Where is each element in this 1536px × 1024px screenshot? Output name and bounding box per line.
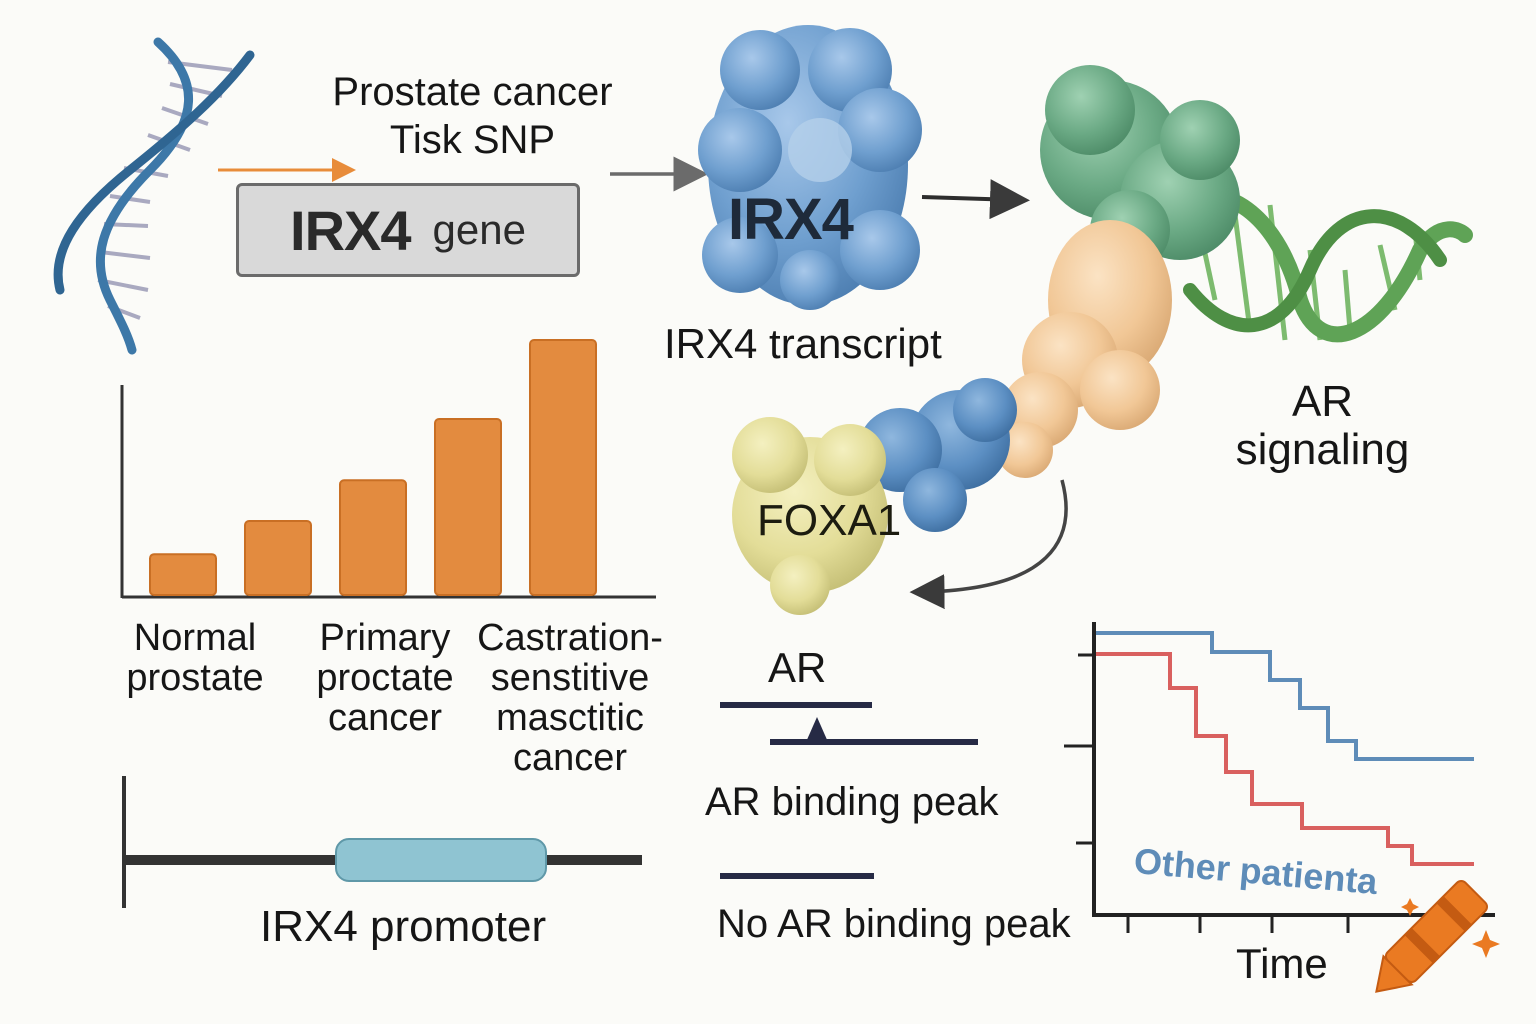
bar-1	[244, 520, 312, 596]
category-label-line: prostate	[126, 657, 264, 699]
category-label-line: Normal	[133, 617, 257, 659]
bar-0	[149, 553, 217, 597]
bar-3	[434, 418, 502, 596]
ar-signaling-line2: signaling	[1235, 425, 1410, 474]
category-label-line: senstitive	[490, 657, 650, 699]
protein-to-complex-arrow	[921, 179, 1030, 220]
ar-signaling-label: AR signaling	[1220, 378, 1425, 474]
promoter-label: IRX4 promoter	[260, 902, 547, 951]
snp-label-line1: Prostate cancer	[332, 70, 613, 114]
snp-label-line2: Tisk SNP	[389, 118, 556, 162]
bar-chart	[120, 339, 656, 599]
gene-word: gene	[432, 206, 526, 253]
promoter-region	[335, 838, 547, 882]
category-label-line: Primary	[319, 617, 451, 659]
ar-track-label: AR	[768, 644, 827, 691]
snp-label: Prostate cancer Tisk SNP	[300, 68, 645, 164]
category-label-line: proctate	[316, 657, 454, 699]
category-label-line: Castration-	[477, 617, 663, 659]
gene-symbol: IRX4	[290, 198, 411, 262]
sparkle-icon	[1401, 898, 1419, 916]
category-label-line: masctitic	[496, 697, 644, 739]
category-label-line: cancer	[327, 697, 443, 739]
category-label-castration: Castration- senstitive masctitic cancer	[470, 618, 670, 778]
ar-complex-icon	[858, 65, 1240, 532]
ar-signaling-line1: AR	[1291, 377, 1354, 426]
ar-binding-peak-label: AR binding peak	[705, 780, 999, 824]
sparkle-icon	[1472, 930, 1500, 958]
survival-curve-upper	[1096, 631, 1474, 761]
binding-peak-mark	[806, 717, 828, 742]
category-label-line: cancer	[512, 737, 628, 779]
category-label-normal: Normal prostate	[110, 618, 280, 698]
category-label-primary: Primary proctate cancer	[300, 618, 470, 738]
return-arrow	[909, 479, 1068, 610]
irx4-transcript-caption: IRX4 transcript	[664, 320, 942, 367]
survival-curve-lower	[1096, 652, 1474, 866]
bar-4	[529, 339, 597, 596]
survival-x-label: Time	[1236, 940, 1328, 987]
crayon-icon	[1375, 879, 1489, 993]
no-ar-binding-peak-label: No AR binding peak	[717, 902, 1071, 946]
foxa1-protein-icon	[732, 417, 888, 615]
foxa1-label: FOXA1	[757, 496, 902, 545]
bar-2	[339, 479, 407, 596]
irx4-protein-icon	[698, 25, 922, 310]
dna-helix-icon	[53, 37, 255, 355]
gene-box: IRX4 gene	[236, 183, 580, 277]
irx4-protein-label: IRX4	[728, 187, 854, 252]
